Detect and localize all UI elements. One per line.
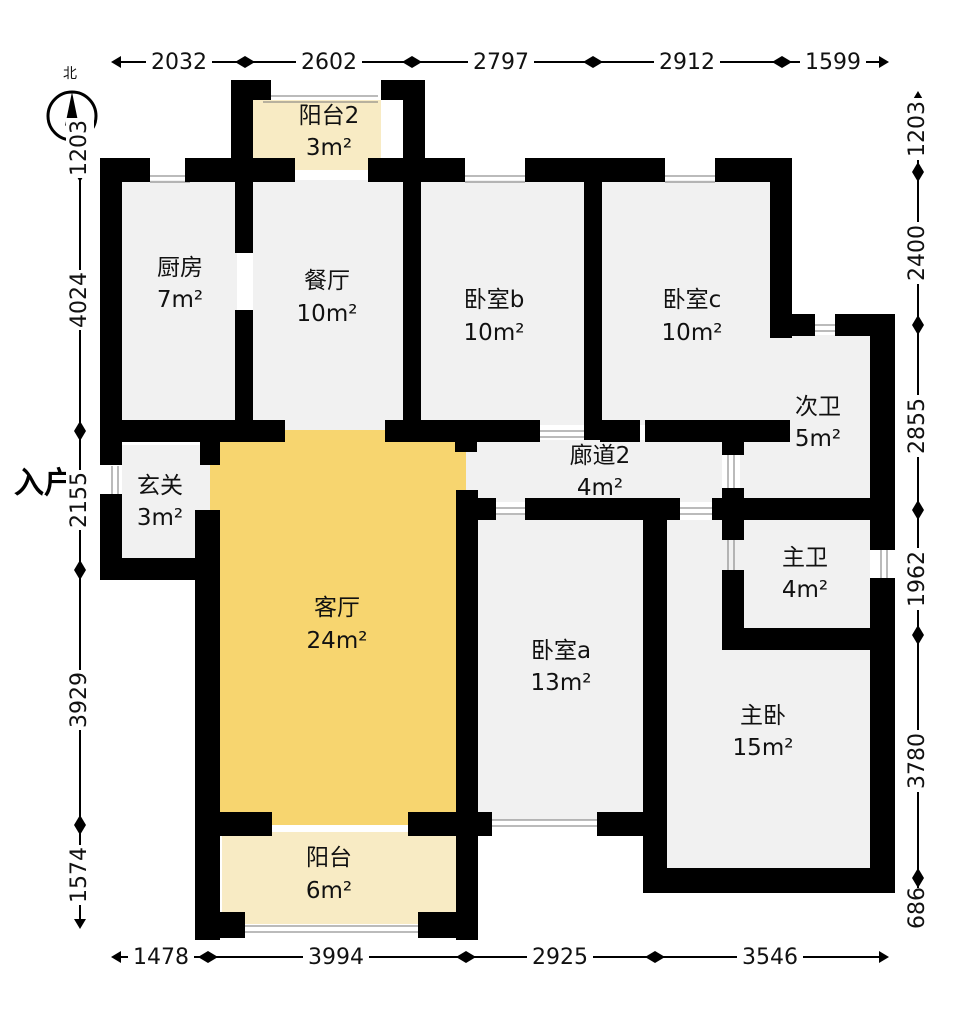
dim-bottom-3: 2925	[532, 945, 588, 970]
bedroom-a-area: 13m²	[531, 670, 592, 696]
dim-right-1: 1203	[905, 101, 930, 157]
balcony-name: 阳台	[306, 845, 352, 871]
master-bath-area: 4m²	[782, 577, 828, 603]
floor-fills	[122, 100, 870, 924]
bedroom-b-area: 10m²	[464, 320, 525, 346]
dim-left-3: 2155	[67, 472, 92, 528]
dim-bottom-4: 3546	[742, 945, 798, 970]
north-label: 北	[63, 66, 77, 82]
living-name: 客厅	[314, 595, 360, 621]
dimension-top: 2032 2602 2797 2912 1599	[111, 48, 889, 76]
kitchen-floor	[122, 180, 237, 430]
entrance-label: 入户	[14, 466, 74, 501]
corridor2-name: 廊道2	[570, 443, 631, 469]
master-bedroom-floor	[665, 520, 870, 868]
dimension-left: 1203 4024 2155 3929 1574	[66, 118, 94, 929]
dim-tick-top	[235, 56, 792, 68]
dim-right-4: 1962	[905, 551, 930, 607]
bedroom-c-area: 10m²	[662, 320, 723, 346]
bedroom-a-name: 卧室a	[531, 638, 591, 664]
dim-top-2: 2602	[301, 50, 357, 75]
dim-top-1: 2032	[151, 50, 207, 75]
kitchen-area: 7m²	[157, 287, 203, 313]
dim-left-4: 3929	[67, 672, 92, 728]
dim-left-5: 1574	[67, 847, 92, 903]
living-area: 24m²	[307, 628, 368, 654]
dim-top-5: 1599	[805, 50, 861, 75]
windows	[111, 95, 888, 933]
bedroom-c-name: 卧室c	[663, 287, 722, 313]
balcony2-area: 3m²	[306, 135, 352, 161]
bath2-area: 5m²	[795, 426, 841, 452]
dim-bottom-2: 3994	[308, 945, 364, 970]
balcony-area: 6m²	[306, 878, 352, 904]
dim-right-3: 2855	[905, 398, 930, 454]
dim-left-2: 4024	[67, 272, 92, 328]
corridor2-floor	[466, 440, 722, 502]
master-bedroom-area: 15m²	[733, 735, 794, 761]
dim-bottom-1: 1478	[133, 945, 189, 970]
bedroom-b-name: 卧室b	[464, 287, 525, 313]
dimension-right: 1203 2400 2855 1962 3780 686	[904, 91, 932, 934]
dimension-bottom: 1478 3994 2925 3546	[111, 943, 889, 971]
dining-area: 10m²	[297, 301, 358, 327]
dim-top-4: 2912	[659, 50, 715, 75]
dim-left-1: 1203	[67, 120, 92, 176]
bath2-name: 次卫	[795, 394, 841, 420]
dining-floor	[253, 180, 405, 430]
bedroom-a-floor	[476, 515, 644, 820]
master-bath-name: 主卫	[782, 545, 828, 571]
master-bedroom-name: 主卧	[740, 703, 786, 729]
bedroom-b-floor	[421, 180, 584, 425]
walls	[100, 80, 895, 940]
corridor2-area: 4m²	[577, 475, 623, 501]
dim-right-5: 3780	[905, 733, 930, 789]
balcony-floor	[222, 832, 456, 924]
foyer-area: 3m²	[137, 505, 183, 531]
dining-name: 餐厅	[304, 268, 350, 294]
dim-top-3: 2797	[473, 50, 529, 75]
room-labels: 阳台2 3m² 厨房 7m² 餐厅 10m² 卧室b 10m² 卧室c 10m²…	[137, 103, 841, 904]
living-floor	[210, 430, 466, 825]
balcony2-name: 阳台2	[299, 103, 360, 129]
kitchen-name: 厨房	[157, 255, 203, 281]
foyer-name: 玄关	[137, 473, 183, 499]
dim-right-6: 686	[905, 887, 930, 929]
dim-right-2: 2400	[905, 225, 930, 281]
